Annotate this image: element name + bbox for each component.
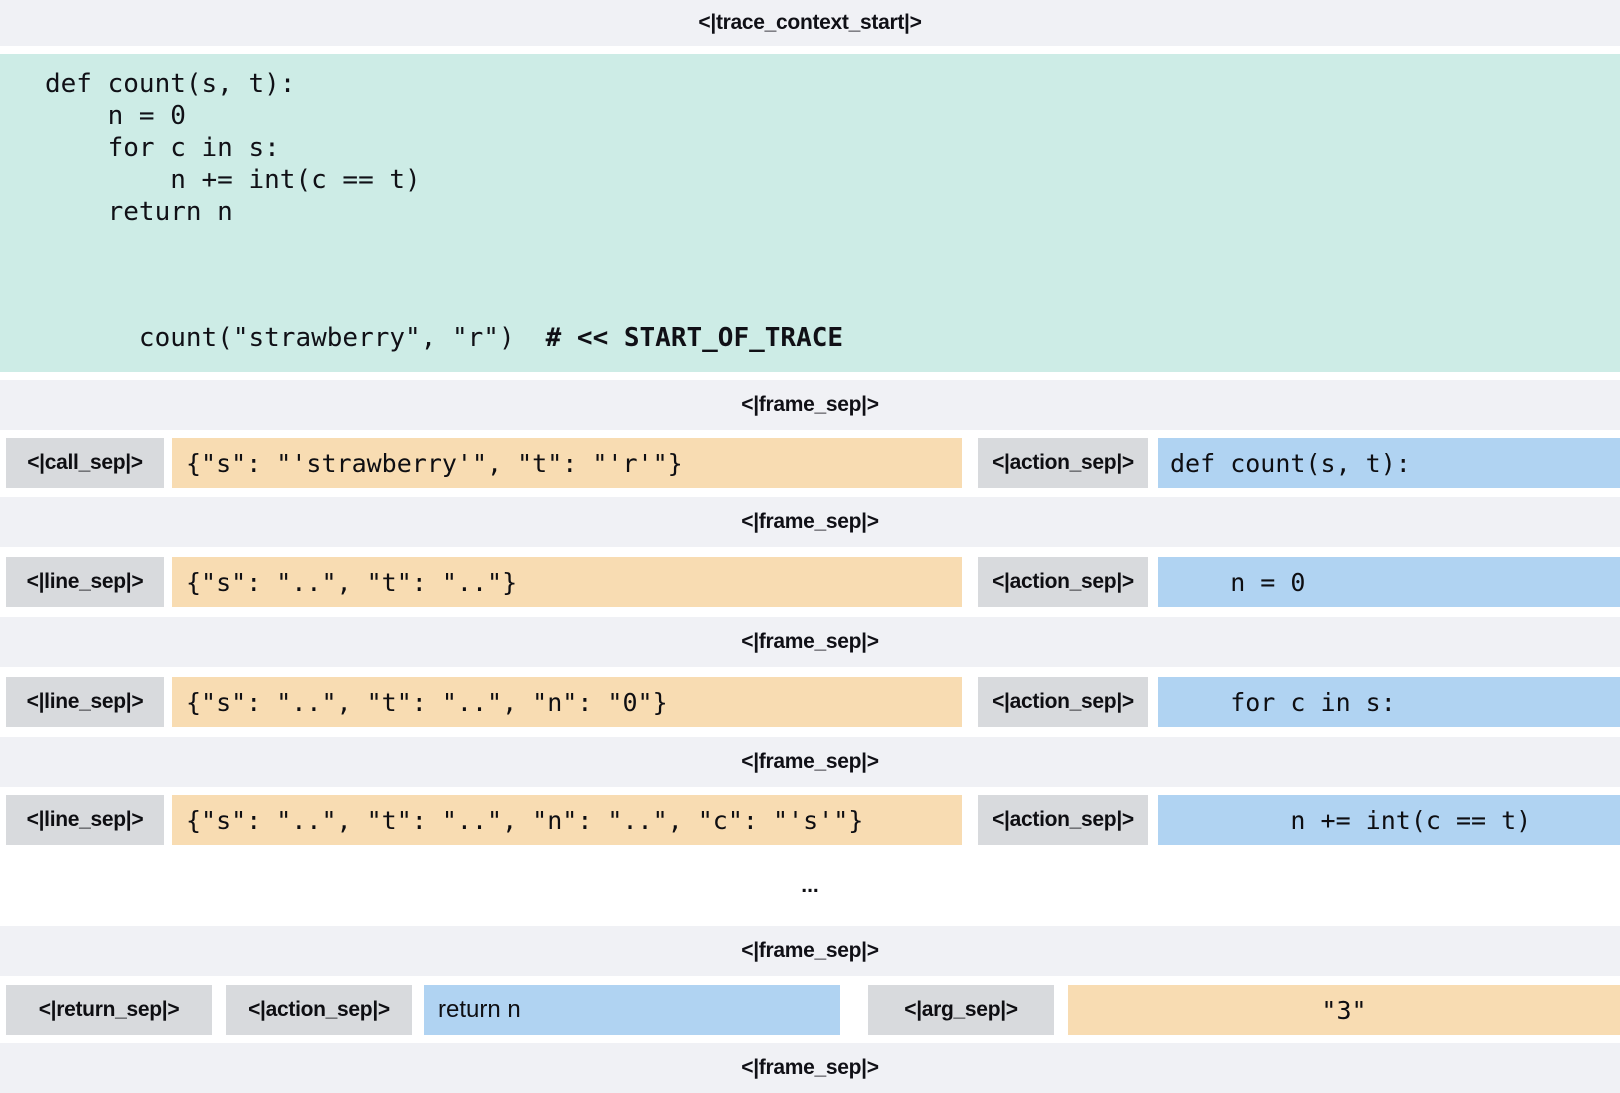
call-sep-chip: <|call_sep|> bbox=[6, 438, 164, 488]
arg-sep-chip: <|arg_sep|> bbox=[868, 985, 1054, 1035]
frame-sep-band: <|frame_sep|> bbox=[0, 1043, 1620, 1093]
action-sep-chip: <|action_sep|> bbox=[978, 677, 1148, 727]
frame-sep-token: <|frame_sep|> bbox=[741, 1056, 879, 1079]
source-code-block: def count(s, t): n = 0 for c in s: n += … bbox=[0, 54, 1620, 372]
frame-row-return: <|return_sep|> <|action_sep|> return n <… bbox=[0, 985, 1620, 1035]
frame-sep-band: <|frame_sep|> bbox=[0, 617, 1620, 667]
locals-chip: {"s": "..", "t": "..", "n": "0"} bbox=[172, 677, 962, 727]
return-sep-chip: <|return_sep|> bbox=[6, 985, 212, 1035]
frame-sep-band: <|frame_sep|> bbox=[0, 380, 1620, 430]
elided-frames-ellipsis: ... bbox=[801, 873, 819, 897]
action-sep-chip: <|action_sep|> bbox=[978, 438, 1148, 488]
frame-sep-band: <|frame_sep|> bbox=[0, 497, 1620, 547]
locals-chip: {"s": "'strawberry'", "t": "'r'"} bbox=[172, 438, 962, 488]
action-code-chip: def count(s, t): bbox=[1158, 438, 1620, 488]
locals-chip: {"s": "..", "t": "..", "n": "..", "c": "… bbox=[172, 795, 962, 845]
code-line-for: for c in s: bbox=[45, 133, 280, 163]
frame-sep-token: <|frame_sep|> bbox=[741, 630, 879, 653]
frame-sep-token: <|frame_sep|> bbox=[741, 939, 879, 962]
frame-sep-token: <|frame_sep|> bbox=[741, 393, 879, 416]
return-value-chip: "3" bbox=[1068, 985, 1620, 1035]
action-sep-chip: <|action_sep|> bbox=[226, 985, 412, 1035]
code-line-incr: n += int(c == t) bbox=[45, 165, 421, 195]
code-line-n0: n = 0 bbox=[45, 101, 186, 131]
code-call-line: count("strawberry", "r") # << START_OF_TR… bbox=[45, 290, 1620, 386]
frame-row-line-2: <|line_sep|> {"s": "..", "t": "..", "n":… bbox=[0, 677, 1620, 727]
line-sep-chip: <|line_sep|> bbox=[6, 557, 164, 607]
trace-context-start-token: <|trace_context_start|> bbox=[698, 11, 922, 34]
frame-row-line-3: <|line_sep|> {"s": "..", "t": "..", "n":… bbox=[0, 795, 1620, 845]
frame-sep-token: <|frame_sep|> bbox=[741, 510, 879, 533]
return-action-chip: return n bbox=[424, 985, 840, 1035]
line-sep-chip: <|line_sep|> bbox=[6, 795, 164, 845]
frame-sep-band: <|frame_sep|> bbox=[0, 926, 1620, 976]
code-line-def: def count(s, t): bbox=[45, 69, 296, 99]
action-sep-chip: <|action_sep|> bbox=[978, 557, 1148, 607]
frame-sep-token: <|frame_sep|> bbox=[741, 750, 879, 773]
frame-sep-band: <|frame_sep|> bbox=[0, 737, 1620, 787]
action-code-chip: for c in s: bbox=[1158, 677, 1620, 727]
action-sep-chip: <|action_sep|> bbox=[978, 795, 1148, 845]
line-sep-chip: <|line_sep|> bbox=[6, 677, 164, 727]
start-of-trace-comment: # << START_OF_TRACE bbox=[545, 323, 844, 353]
trace-context-start-band: <|trace_context_start|> bbox=[0, 0, 1620, 46]
action-code-chip: n += int(c == t) bbox=[1158, 795, 1620, 845]
action-code-chip: n = 0 bbox=[1158, 557, 1620, 607]
code-line-return: return n bbox=[45, 197, 233, 227]
frame-row-line-1: <|line_sep|> {"s": "..", "t": ".."} <|ac… bbox=[0, 557, 1620, 607]
frame-row-call: <|call_sep|> {"s": "'strawberry'", "t": … bbox=[0, 438, 1620, 488]
locals-chip: {"s": "..", "t": ".."} bbox=[172, 557, 962, 607]
code-call-expression: count("strawberry", "r") bbox=[138, 323, 515, 353]
